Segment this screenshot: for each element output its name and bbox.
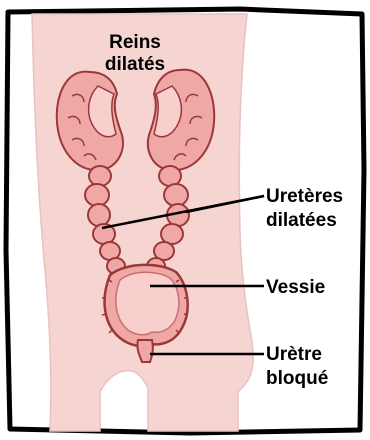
body-silhouette	[32, 14, 253, 431]
bladder	[102, 265, 188, 346]
label-bladder: Vessie	[266, 277, 325, 298]
urethra	[137, 340, 152, 362]
label-kidneys-line2: dilatés	[105, 54, 165, 75]
label-ureters-line1: Uretères	[266, 186, 343, 207]
label-ureters-line2: dilatées	[266, 210, 337, 231]
label-urethra-line1: Urètre	[266, 344, 322, 365]
label-urethra-line2: bloqué	[266, 368, 328, 389]
label-kidneys-line1: Reins	[109, 32, 161, 53]
